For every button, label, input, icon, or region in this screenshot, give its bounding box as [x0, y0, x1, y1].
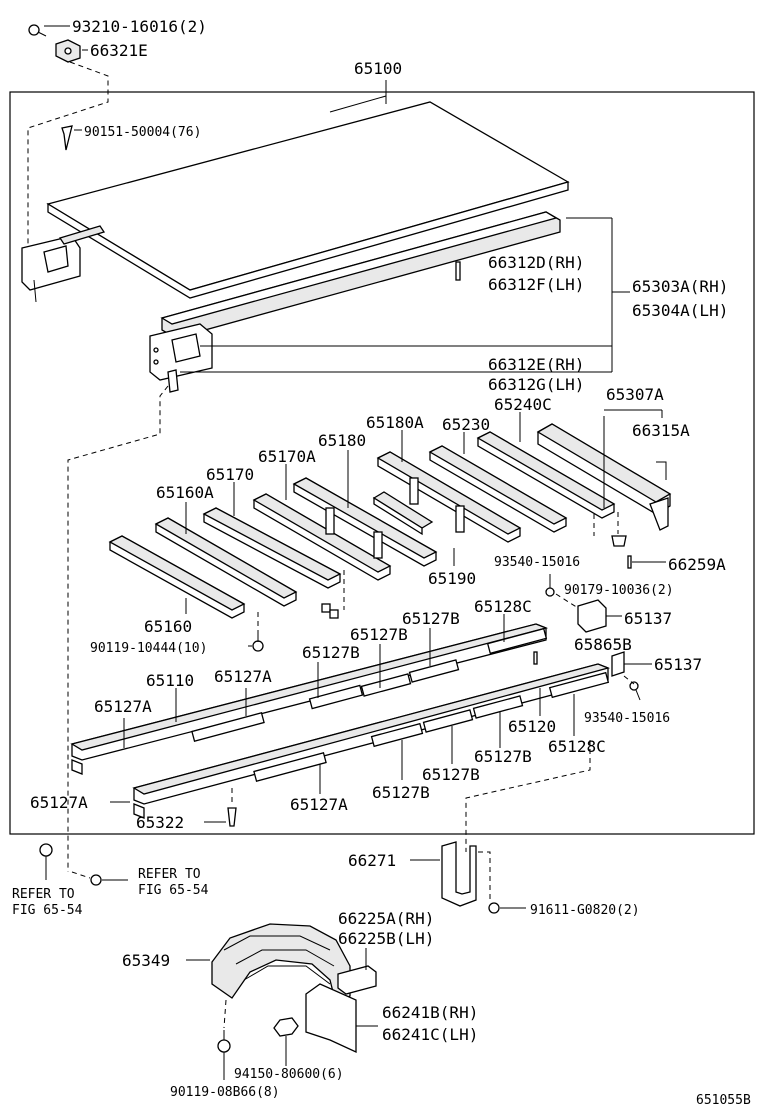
label-65160a: 65160A [156, 483, 214, 502]
label-65190: 65190 [428, 569, 476, 588]
bolt-refer-left[interactable] [39, 843, 53, 880]
u-bracket-66271[interactable] [441, 841, 477, 907]
label-66259a: 66259A [668, 555, 726, 574]
label-66312f: 66312F(LH) [488, 275, 584, 294]
label-93540-lower: 93540-15016 [584, 711, 670, 726]
bolt-refer-right[interactable] [90, 874, 128, 886]
label-65127a-4: 65127A [290, 795, 348, 814]
label-refer-left-1: REFER TO [12, 887, 75, 902]
label-93540-upper: 93540-15016 [494, 555, 580, 570]
label-90179: 90179-10036(2) [564, 583, 674, 598]
label-65180: 65180 [318, 431, 366, 450]
pin-65865b[interactable] [533, 651, 538, 665]
label-65128c-lower: 65128C [548, 737, 606, 756]
label-65137-upper: 65137 [624, 609, 672, 628]
label-65865b: 65865B [574, 635, 632, 654]
bolt-90119-08b66[interactable] [217, 1030, 231, 1053]
stake-bracket-left[interactable] [21, 225, 106, 303]
label-65127b-2: 65127B [350, 625, 408, 644]
cross-member-65180a[interactable] [376, 451, 522, 543]
label-65349: 65349 [122, 951, 170, 970]
screw-90151[interactable] [61, 125, 73, 151]
label-65160: 65160 [144, 617, 192, 636]
stay-66225a[interactable] [337, 965, 377, 995]
bolt-91611[interactable] [488, 902, 500, 914]
label-94150: 94150-80600(6) [234, 1067, 344, 1082]
label-65127b-1: 65127B [402, 609, 460, 628]
pin-66312e[interactable] [167, 369, 179, 393]
label-65127b-3: 65127B [302, 643, 360, 662]
label-65110: 65110 [146, 671, 194, 690]
side-rail-65303a[interactable] [149, 211, 561, 381]
cross-member-65160a[interactable] [154, 517, 298, 607]
label-65127b-6: 65127B [372, 783, 430, 802]
label-66312d: 66312D(RH) [488, 253, 584, 272]
cross-member-65240c[interactable] [476, 431, 616, 519]
cross-member-65170a[interactable] [252, 493, 392, 581]
label-65127a-1: 65127A [214, 667, 272, 686]
pin-66312d[interactable] [455, 261, 461, 281]
cross-member-65170[interactable] [202, 507, 342, 589]
assembly-frame [9, 91, 755, 835]
label-90119-10444: 90119-10444(10) [90, 641, 207, 656]
label-65127a-3: 65127A [30, 793, 88, 812]
cross-member-65230[interactable] [428, 445, 568, 533]
label-65127b-4: 65127B [474, 747, 532, 766]
label-66241c: 66241C(LH) [382, 1025, 478, 1044]
label-refer-right-1: REFER TO [138, 867, 201, 882]
clip-set[interactable] [321, 603, 339, 619]
label-65230: 65230 [442, 415, 490, 434]
label-91611: 91611-G0820(2) [530, 903, 640, 918]
label-65180a: 65180A [366, 413, 424, 432]
label-65303a: 65303A(RH) [632, 277, 728, 296]
spacer-blocks-65127[interactable] [191, 627, 610, 782]
label-66321e: 66321E [90, 41, 148, 60]
bolt-93540-upper[interactable] [545, 574, 555, 597]
pin-66259a[interactable] [627, 555, 632, 569]
label-refer-left-2: FIG 65-54 [12, 903, 83, 918]
label-90119-08b66: 90119-08B66(8) [170, 1085, 280, 1100]
label-65240c: 65240C [494, 395, 552, 414]
label-66312g: 66312G(LH) [488, 375, 584, 394]
bracket-66315a[interactable] [656, 461, 667, 480]
nut-94150[interactable] [273, 1017, 299, 1037]
clip-66321e[interactable] [55, 39, 81, 63]
label-65307a: 65307A [606, 385, 664, 404]
label-65322: 65322 [136, 813, 184, 832]
label-65127a-2: 65127A [94, 697, 152, 716]
label-65170a: 65170A [258, 447, 316, 466]
label-65100: 65100 [354, 59, 402, 78]
label-65128c-upper: 65128C [474, 597, 532, 616]
mudguard-66241b[interactable] [305, 983, 357, 1054]
label-65137-lower: 65137 [654, 655, 702, 674]
cross-member-65180[interactable] [292, 477, 438, 567]
label-66241b: 66241B(RH) [382, 1003, 478, 1022]
label-66225b: 66225B(LH) [338, 929, 434, 948]
bolt-65322[interactable] [227, 807, 237, 827]
bolt-93210[interactable] [28, 24, 47, 37]
cross-member-65190[interactable] [372, 491, 434, 536]
label-65304a: 65304A(LH) [632, 301, 728, 320]
label-65170: 65170 [206, 465, 254, 484]
figure-code: 651055B [696, 1093, 751, 1108]
grommet-90179[interactable] [611, 535, 627, 547]
label-refer-right-2: FIG 65-54 [138, 883, 209, 898]
bolt-93540-lower[interactable] [629, 681, 641, 701]
label-65127b-5: 65127B [422, 765, 480, 784]
cross-member-65160[interactable] [108, 535, 246, 619]
label-66271: 66271 [348, 851, 396, 870]
deck-panel-65100[interactable] [46, 101, 570, 299]
label-66315a: 66315A [632, 421, 690, 440]
label-93210: 93210-16016(2) [72, 17, 207, 36]
label-66225a: 66225A(RH) [338, 909, 434, 928]
label-65120: 65120 [508, 717, 556, 736]
label-90151: 90151-50004(76) [84, 125, 201, 140]
label-66312e: 66312E(RH) [488, 355, 584, 374]
bracket-65137-upper[interactable] [577, 599, 607, 633]
bracket-65137-lower[interactable] [611, 651, 625, 677]
long-sill-65110[interactable] [70, 623, 549, 775]
bolt-90119-10444[interactable] [252, 634, 264, 652]
